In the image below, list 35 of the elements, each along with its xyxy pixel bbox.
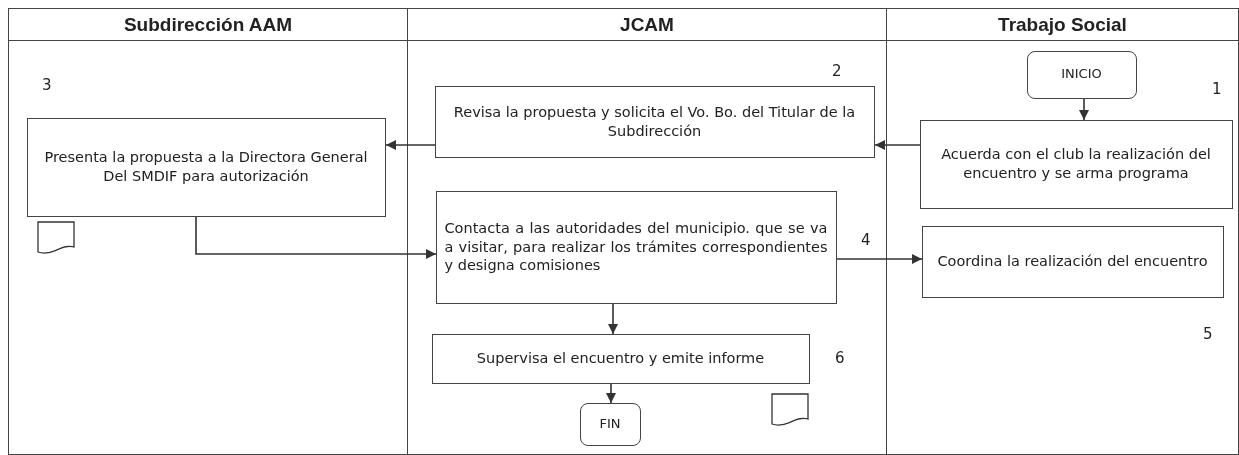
step-number: 2 — [832, 62, 842, 80]
step-text: Supervisa el encuentro y emite informe — [476, 349, 765, 368]
step-text: FIN — [599, 415, 621, 433]
process-box — [435, 190, 837, 304]
step-text: INICIO — [1061, 66, 1102, 83]
step-text: Presenta la propuesta a la Directora General Del SMDIF para autorización — [43, 148, 369, 186]
terminator-box — [1026, 50, 1137, 99]
step-text: Acuerda con el club la realización del encuentro y se arma programa — [940, 145, 1212, 183]
arrow — [385, 140, 436, 150]
arrow — [1079, 98, 1089, 121]
terminator-box — [579, 402, 641, 446]
swimlane — [886, 8, 1239, 455]
arrow — [195, 216, 437, 259]
lane-header: Trabajo Social — [887, 9, 1238, 41]
lane-header: Subdirección AAM — [9, 9, 407, 41]
step-number: 5 — [1203, 325, 1213, 343]
swimlane — [8, 8, 408, 455]
process-box — [921, 225, 1224, 298]
process-box — [919, 119, 1233, 209]
process-box — [431, 333, 810, 384]
arrow — [836, 254, 923, 264]
lane-header: JCAM — [408, 9, 886, 41]
step-number: 3 — [42, 76, 52, 94]
arrow — [608, 303, 618, 335]
process-box — [26, 117, 386, 217]
step-number: 6 — [835, 349, 845, 367]
arrow — [874, 140, 921, 150]
step-number: 4 — [861, 231, 871, 249]
step-text: Coordina la realización del encuentro — [937, 252, 1208, 271]
arrow — [606, 383, 616, 404]
process-box — [434, 85, 875, 158]
swimlane — [407, 8, 887, 455]
step-number: 1 — [1212, 80, 1222, 98]
step-text: Revisa la propuesta y solicita el Vo. Bo. del Titular de la Subdirección — [452, 102, 857, 141]
step-text: Contacta a las autoridades del municipio. que se va a visitar, para realizar los trámites correspondientes y designa comisiones — [444, 218, 828, 276]
